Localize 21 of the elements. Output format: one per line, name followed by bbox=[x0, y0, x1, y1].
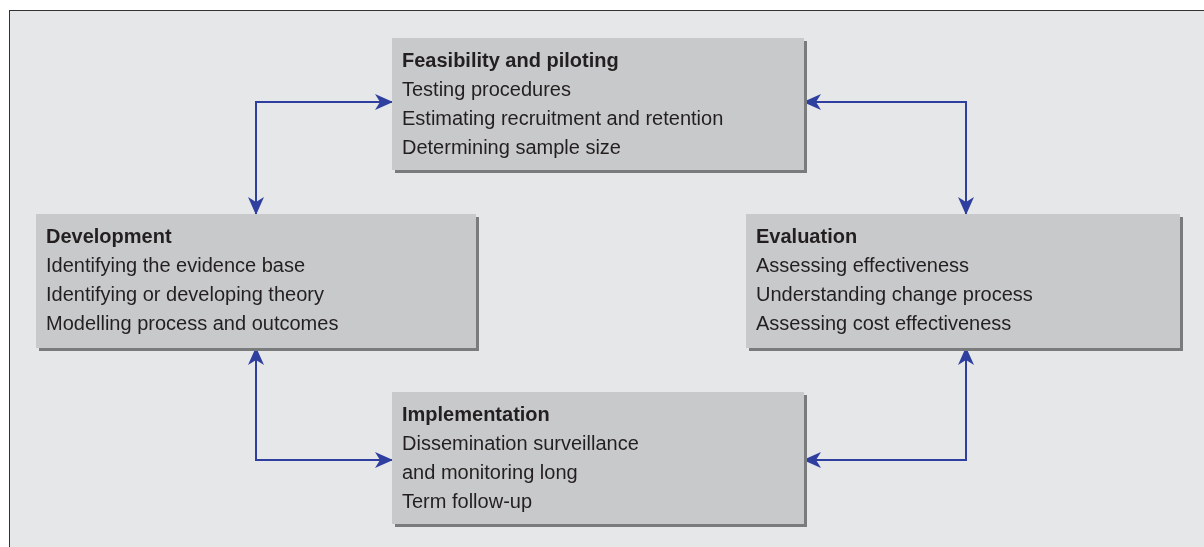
stage-heading: Development bbox=[46, 224, 173, 249]
stage-item: Modelling process and outcomes bbox=[46, 311, 340, 336]
stage-item: Estimating recruitment and retention bbox=[402, 106, 725, 131]
stage-item: Term follow-up bbox=[402, 489, 534, 514]
stage-item: Determining sample size bbox=[402, 135, 622, 160]
stage-heading: Implementation bbox=[402, 402, 551, 427]
stage-item: Assessing effectiveness bbox=[756, 253, 971, 278]
stage-item: and monitoring long bbox=[402, 460, 579, 485]
stage-box bbox=[746, 214, 1180, 348]
stage-heading: Feasibility and piloting bbox=[402, 48, 620, 73]
double-arrow bbox=[248, 94, 393, 215]
stage-item: Testing procedures bbox=[402, 77, 572, 102]
stage-box bbox=[392, 392, 804, 524]
stage-item: Understanding change process bbox=[756, 282, 1034, 307]
stage-item: Dissemination surveillance bbox=[402, 431, 640, 456]
stage-box bbox=[392, 38, 804, 170]
stage-item: Assessing cost effectiveness bbox=[756, 311, 1013, 336]
stage-item: Identifying the evidence base bbox=[46, 253, 307, 278]
stage-box bbox=[36, 214, 476, 348]
stage-item: Identifying or developing theory bbox=[46, 282, 325, 307]
stage-heading: Evaluation bbox=[756, 224, 859, 249]
